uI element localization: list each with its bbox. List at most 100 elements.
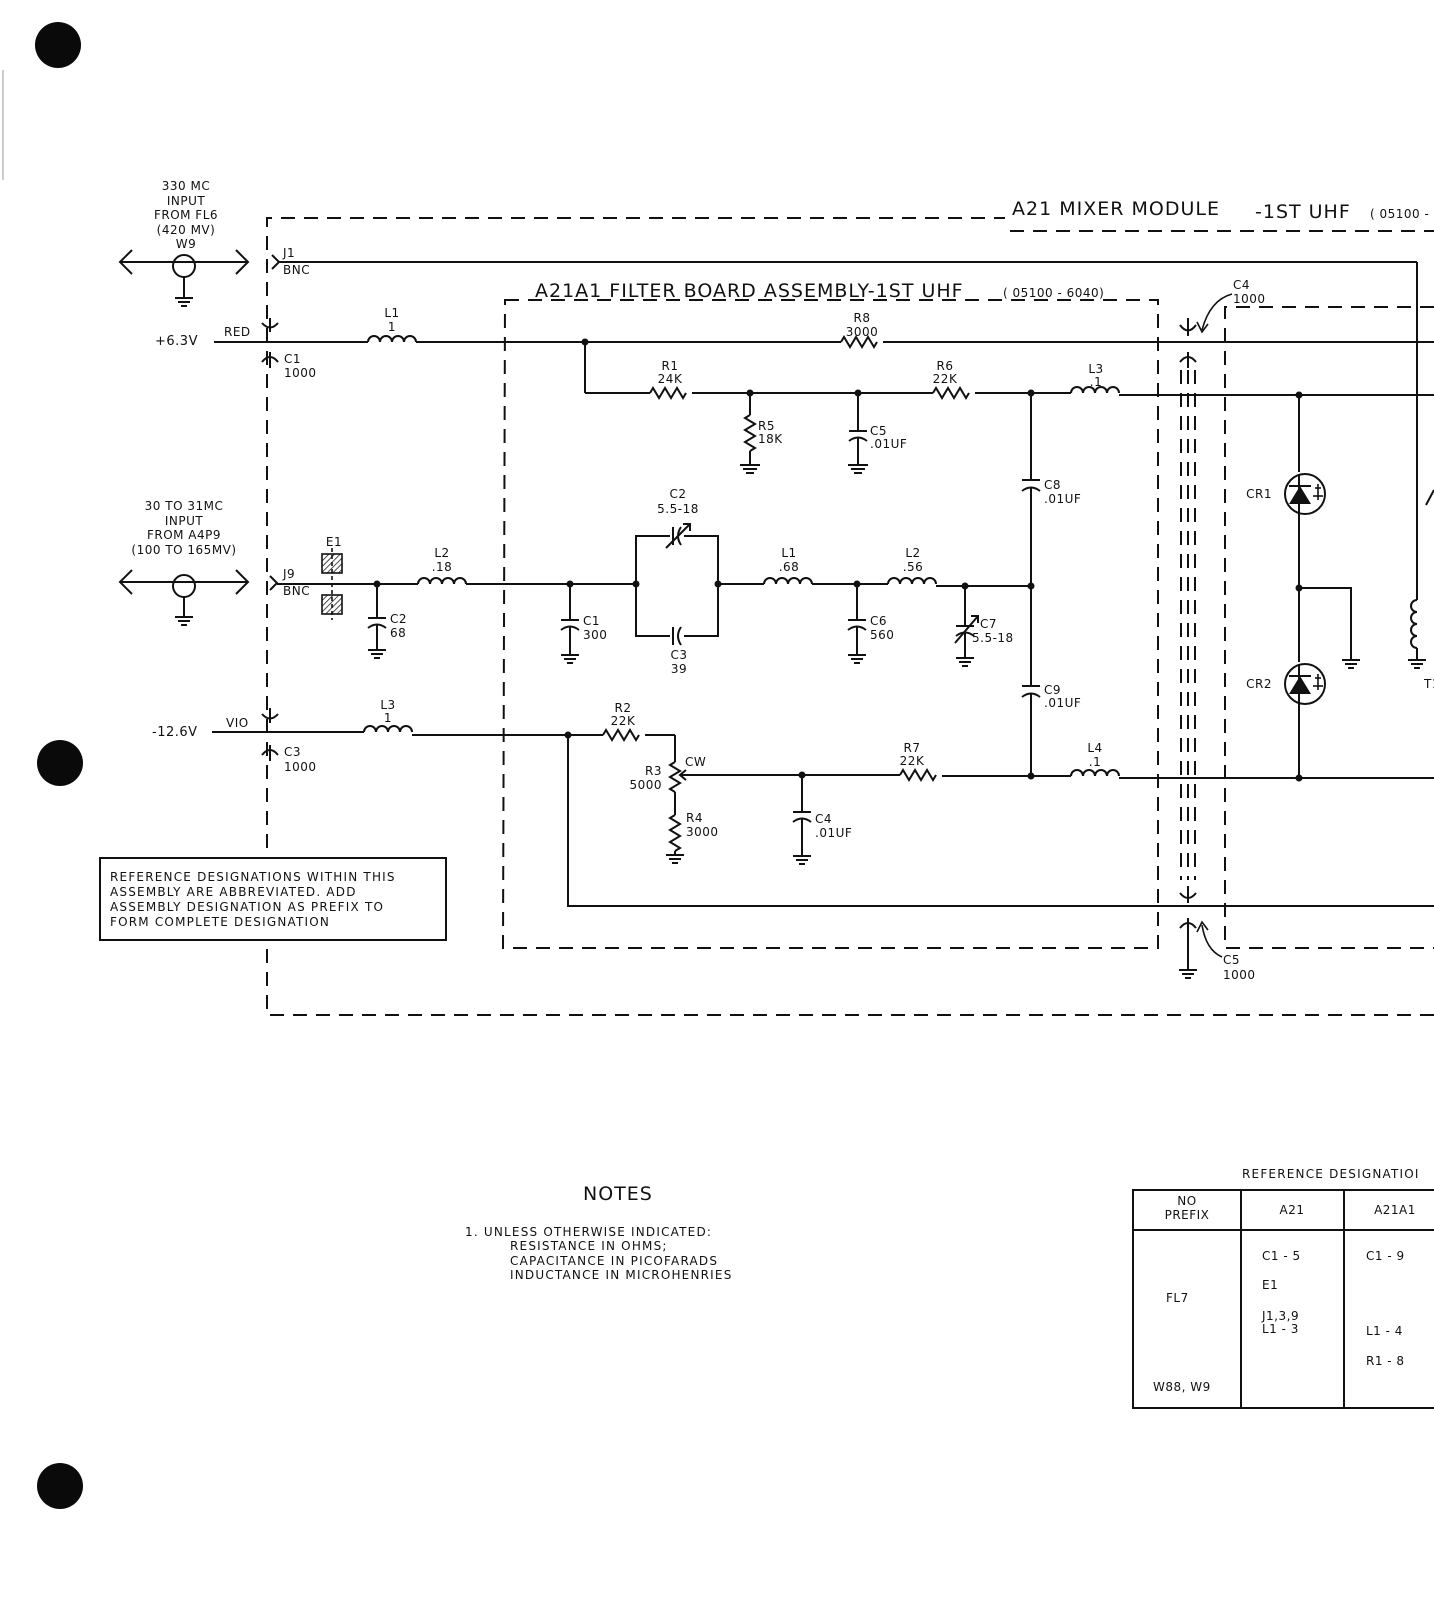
svg-text:1000: 1000 bbox=[1233, 292, 1266, 306]
svg-text:W88, W9: W88, W9 bbox=[1153, 1380, 1211, 1394]
transformer-t1: T1 bbox=[1408, 599, 1434, 691]
svg-text:C1 - 5: C1 - 5 bbox=[1262, 1249, 1301, 1263]
inductor-l4: L4 .1 bbox=[1070, 741, 1120, 777]
svg-text:1000: 1000 bbox=[1223, 968, 1256, 982]
svg-text:INDUCTANCE IN MICROHENRIES: INDUCTANCE IN MICROHENRIES bbox=[510, 1268, 733, 1282]
svg-text:C4: C4 bbox=[1233, 278, 1250, 292]
filter-board-outline bbox=[501, 299, 1159, 949]
inductor-l2-board: L2 .56 bbox=[887, 546, 937, 585]
svg-text:22K: 22K bbox=[611, 714, 636, 728]
svg-text:.01UF: .01UF bbox=[1044, 696, 1081, 710]
svg-text:C1 - 9: C1 - 9 bbox=[1366, 1249, 1405, 1263]
svg-text:T1: T1 bbox=[1423, 677, 1434, 691]
svg-text:BNC: BNC bbox=[283, 584, 310, 598]
svg-text:1000: 1000 bbox=[284, 366, 317, 380]
resistor-r6: R6 22K bbox=[932, 359, 970, 400]
svg-text:.01UF: .01UF bbox=[815, 826, 852, 840]
svg-text:C6: C6 bbox=[870, 614, 887, 628]
svg-text:30 TO 31MC: 30 TO 31MC bbox=[145, 499, 224, 513]
svg-text:330 MC: 330 MC bbox=[162, 179, 210, 193]
punch-hole-top bbox=[35, 22, 81, 68]
capacitor-c5-board: C5 .01UF bbox=[848, 393, 907, 474]
svg-text:L1 - 3: L1 - 3 bbox=[1262, 1322, 1299, 1336]
svg-text:J9: J9 bbox=[282, 567, 295, 581]
inductor-l2-input: L2 .18 bbox=[417, 546, 467, 585]
svg-text:24K: 24K bbox=[658, 372, 683, 386]
connector-j1: J1 BNC bbox=[271, 246, 1418, 600]
input-330mc-label: 330 MC INPUT FROM FL6 (420 MV) W9 bbox=[154, 179, 218, 251]
capacitor-c1-feedthrough: C1 1000 bbox=[261, 318, 317, 380]
supply-neg-wire-color: VIO bbox=[226, 716, 249, 730]
module-part-number: ( 05100 - bbox=[1370, 207, 1429, 221]
svg-text:3000: 3000 bbox=[686, 825, 719, 839]
svg-text:REFERENCE DESIGNATIONS WITHIN: REFERENCE DESIGNATIONS WITHIN THIS bbox=[110, 870, 396, 884]
svg-text:L4: L4 bbox=[1087, 741, 1102, 755]
svg-text:5.5-18: 5.5-18 bbox=[972, 631, 1014, 645]
svg-text:L3: L3 bbox=[380, 698, 395, 712]
punch-hole-middle bbox=[37, 740, 83, 786]
svg-text:1: 1 bbox=[384, 711, 392, 725]
resistor-r5: R5 18K bbox=[740, 393, 783, 474]
svg-text:L2: L2 bbox=[434, 546, 449, 560]
svg-text:FORM COMPLETE DESIGNATION: FORM COMPLETE DESIGNATION bbox=[110, 915, 330, 929]
svg-text:E1: E1 bbox=[326, 535, 342, 549]
svg-text:ASSEMBLY DESIGNATION AS PREFIX: ASSEMBLY DESIGNATION AS PREFIX TO bbox=[110, 900, 384, 914]
supply-neg-label: -12.6V bbox=[152, 725, 198, 740]
svg-text:560: 560 bbox=[870, 628, 894, 642]
input-30mc-label: 30 TO 31MC INPUT FROM A4P9 (100 TO 165MV… bbox=[131, 499, 236, 557]
svg-text:18K: 18K bbox=[758, 432, 783, 446]
svg-text:C9: C9 bbox=[1044, 683, 1061, 697]
capacitor-c3-feedthrough: C3 1000 bbox=[261, 708, 316, 774]
mixer-section-outline bbox=[1224, 306, 1434, 949]
svg-text:68: 68 bbox=[390, 626, 406, 640]
svg-text:(100 TO 165MV): (100 TO 165MV) bbox=[131, 543, 236, 557]
svg-text:NO: NO bbox=[1177, 1194, 1196, 1208]
svg-text:CR1: CR1 bbox=[1246, 487, 1272, 501]
capacitor-c4-board: C4 .01UF bbox=[792, 775, 852, 865]
module-outline bbox=[266, 217, 1434, 1016]
svg-text:.56: .56 bbox=[903, 560, 924, 574]
svg-text:INPUT: INPUT bbox=[167, 194, 206, 208]
svg-text:R4: R4 bbox=[686, 811, 703, 825]
svg-text:1: 1 bbox=[388, 320, 396, 334]
svg-text:.01UF: .01UF bbox=[870, 437, 907, 451]
svg-text:RESISTANCE IN OHMS;: RESISTANCE IN OHMS; bbox=[510, 1239, 668, 1253]
svg-text:.1: .1 bbox=[1090, 375, 1102, 389]
module-title: A21 MIXER MODULE bbox=[1012, 198, 1220, 220]
capacitor-c2-input: C2 68 bbox=[367, 584, 407, 659]
module-title-suffix: -1ST UHF bbox=[1255, 201, 1351, 223]
diode-cr2: CR2 bbox=[1246, 663, 1326, 705]
svg-text:PREFIX: PREFIX bbox=[1165, 1208, 1210, 1222]
resistor-r1: R1 24K bbox=[649, 359, 687, 400]
svg-text:22K: 22K bbox=[900, 754, 925, 768]
svg-text:C2: C2 bbox=[669, 487, 686, 501]
filter-board-part-number: ( 05100 - 6040) bbox=[1003, 286, 1104, 300]
ferrite-bead-e1: E1 bbox=[321, 535, 343, 620]
notes-section: NOTES 1. UNLESS OTHERWISE INDICATED: RES… bbox=[465, 1183, 733, 1282]
svg-text:(420 MV): (420 MV) bbox=[157, 223, 216, 237]
svg-text:C3: C3 bbox=[284, 745, 301, 759]
svg-text:ASSEMBLY ARE ABBREVIATED. ADD: ASSEMBLY ARE ABBREVIATED. ADD bbox=[110, 885, 357, 899]
capacitor-c3-board: C3 39 bbox=[670, 626, 687, 676]
svg-text:R3: R3 bbox=[645, 764, 662, 778]
svg-text:A21: A21 bbox=[1280, 1203, 1305, 1217]
svg-text:C1: C1 bbox=[583, 614, 600, 628]
svg-text:300: 300 bbox=[583, 628, 607, 642]
diode-cr1: CR1 bbox=[1246, 473, 1326, 515]
svg-text:.18: .18 bbox=[432, 560, 453, 574]
svg-text:W9: W9 bbox=[176, 237, 197, 251]
svg-text:5000: 5000 bbox=[629, 778, 662, 792]
svg-text:J1: J1 bbox=[282, 246, 295, 260]
coax-connector-30mc bbox=[118, 569, 250, 626]
inductor-l1-board: L1 .68 bbox=[763, 546, 813, 585]
svg-text:5.5-18: 5.5-18 bbox=[657, 502, 699, 516]
filter-board-title: A21A1 FILTER BOARD ASSEMBLY-1ST UHF bbox=[535, 280, 964, 302]
resistor-r8: R8 3000 bbox=[840, 311, 878, 349]
potentiometer-r3: CW R3 5000 bbox=[629, 755, 706, 815]
svg-text:INPUT: INPUT bbox=[165, 514, 204, 528]
capacitor-c2-variable: C2 5.5-18 bbox=[657, 487, 699, 549]
svg-text:R1 - 8: R1 - 8 bbox=[1366, 1354, 1405, 1368]
resistor-r2: R2 22K bbox=[602, 701, 640, 742]
svg-text:.1: .1 bbox=[1089, 755, 1101, 769]
